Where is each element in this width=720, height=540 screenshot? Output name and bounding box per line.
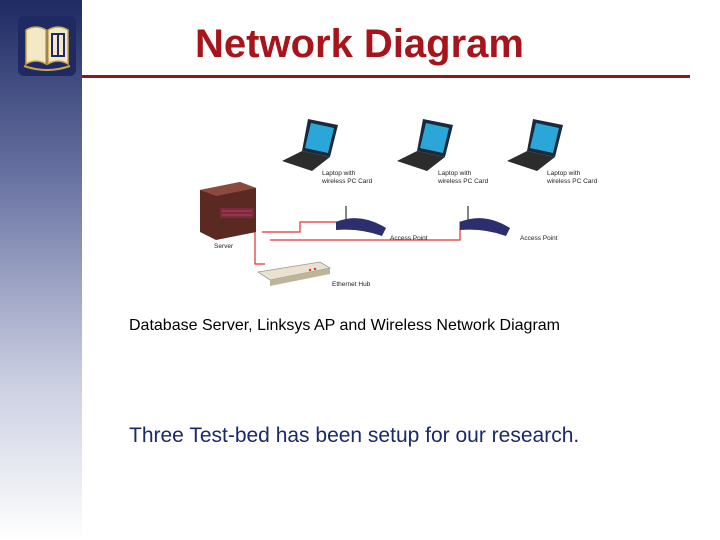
title-divider	[82, 75, 690, 78]
diagram-caption: Database Server, Linksys AP and Wireless…	[129, 317, 560, 334]
laptop-1-label-line2: wireless PC Card	[321, 178, 373, 185]
body-text: Three Test-bed has been setup for our re…	[129, 424, 580, 447]
book-logo-icon	[18, 16, 76, 76]
network-cables	[254, 207, 470, 265]
server-label: Server	[214, 243, 234, 250]
laptop-3-label-line1: Laptop with	[547, 170, 581, 177]
access-point-1	[336, 206, 386, 236]
laptop-2-label-line1: Laptop with	[438, 170, 472, 177]
server	[200, 182, 256, 240]
ethernet-hub	[256, 261, 332, 286]
network-diagram: Laptop with wireless PC Card Laptop with…	[200, 119, 598, 288]
laptop-2-label-line2: wireless PC Card	[437, 178, 489, 185]
laptop-2	[397, 119, 453, 171]
page-title: Network Diagram	[195, 22, 524, 66]
laptop-3	[507, 119, 563, 171]
laptop-1	[282, 119, 338, 171]
sidebar-gradient	[0, 0, 82, 540]
laptop-3-label-line2: wireless PC Card	[546, 178, 598, 185]
laptop-1-label-line1: Laptop with	[322, 170, 356, 177]
access-point-1-label: Access Point	[390, 235, 428, 242]
access-point-2-label: Access Point	[520, 235, 558, 242]
access-point-2	[460, 206, 510, 236]
ethernet-hub-label: Ethernet Hub	[332, 281, 371, 288]
